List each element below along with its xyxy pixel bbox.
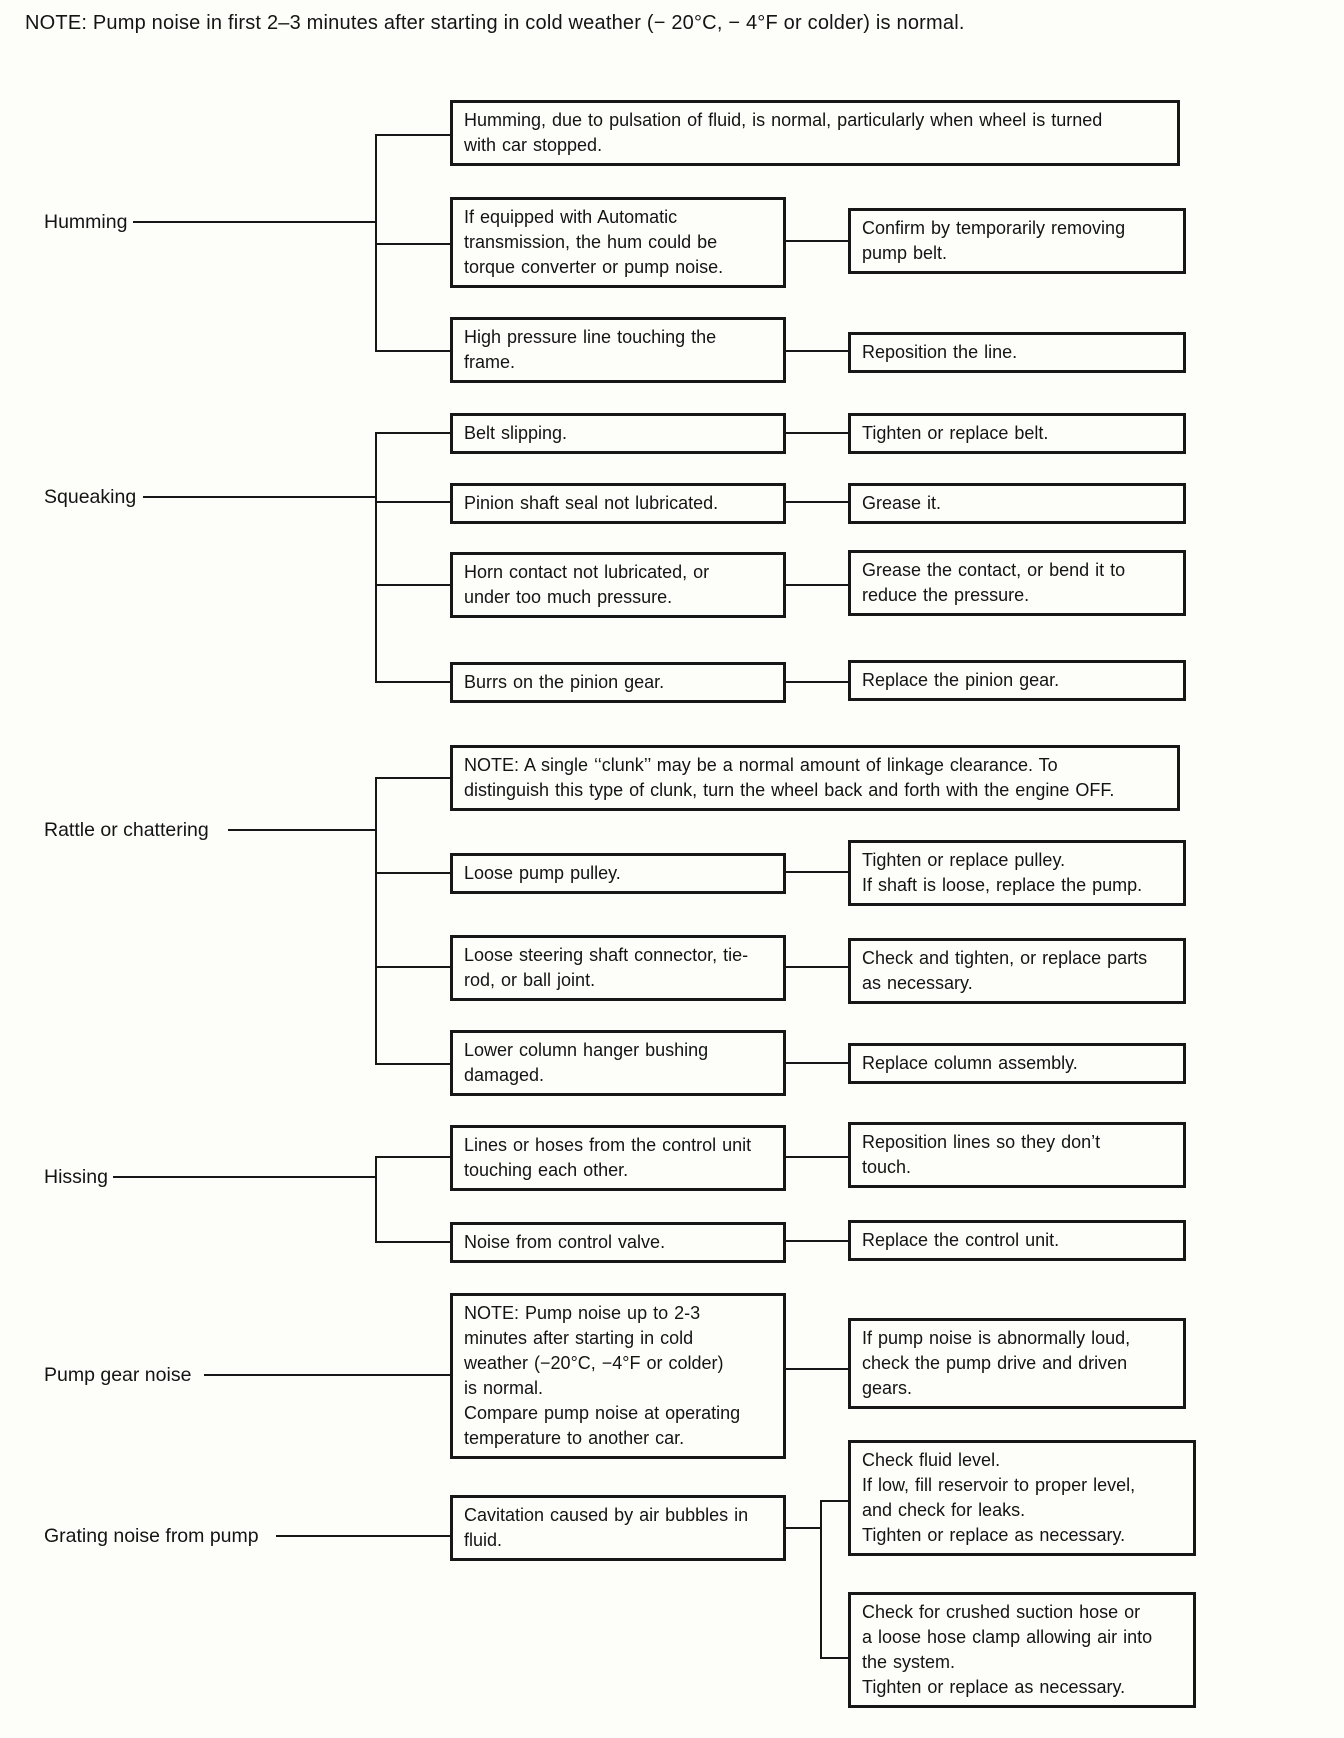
connector-line bbox=[786, 350, 848, 352]
connector-line bbox=[786, 432, 848, 434]
cause-box-loose-pump-pulley: Loose pump pulley. bbox=[450, 853, 786, 894]
remedy-box-grease-contact: Grease the contact, or bend it to reduce… bbox=[848, 550, 1186, 616]
remedy-box-check-pump-gears: If pump noise is abnormally loud, check … bbox=[848, 1318, 1186, 1409]
connector-line bbox=[375, 966, 450, 968]
connector-line bbox=[786, 871, 848, 873]
remedy-box-check-tighten-parts: Check and tighten, or replace parts as n… bbox=[848, 938, 1186, 1004]
connector-line bbox=[820, 1657, 848, 1659]
connector-line bbox=[143, 496, 376, 498]
connector-line bbox=[375, 243, 450, 245]
cause-box-control-valve-noise: Noise from control valve. bbox=[450, 1222, 786, 1263]
connector-line bbox=[113, 1176, 376, 1178]
cause-box-lines-hoses-touching: Lines or hoses from the control unit tou… bbox=[450, 1125, 786, 1191]
connector-line bbox=[375, 777, 377, 1065]
cause-box-pinion-shaft-seal: Pinion shaft seal not lubricated. bbox=[450, 483, 786, 524]
connector-line bbox=[786, 966, 848, 968]
connector-line bbox=[375, 872, 450, 874]
connector-line bbox=[786, 1062, 848, 1064]
cause-box-automatic-transmission-hum: If equipped with Automatic transmission,… bbox=[450, 197, 786, 288]
connector-line bbox=[375, 134, 450, 136]
symptom-label-humming: Humming bbox=[44, 211, 128, 233]
symptom-label-rattle-or-chattering: Rattle or chattering bbox=[44, 819, 209, 841]
cause-box-belt-slipping: Belt slipping. bbox=[450, 413, 786, 454]
cause-box-humming-normal: Humming, due to pulsation of fluid, is n… bbox=[450, 100, 1180, 166]
remedy-box-remove-pump-belt: Confirm by temporarily removing pump bel… bbox=[848, 208, 1186, 274]
connector-line bbox=[375, 681, 450, 683]
page-note: NOTE: Pump noise in first 2–3 minutes af… bbox=[25, 12, 965, 34]
connector-line bbox=[786, 240, 848, 242]
cause-box-loose-steering-connector: Loose steering shaft connector, tie- rod… bbox=[450, 935, 786, 1001]
remedy-box-replace-column: Replace column assembly. bbox=[848, 1043, 1186, 1084]
remedy-box-check-suction-hose: Check for crushed suction hose or a loos… bbox=[848, 1592, 1196, 1708]
connector-line bbox=[375, 1156, 377, 1243]
connector-line bbox=[786, 1156, 848, 1158]
connector-line bbox=[820, 1500, 822, 1659]
connector-line bbox=[375, 777, 450, 779]
note-box-pump-noise: NOTE: Pump noise up to 2-3 minutes after… bbox=[450, 1293, 786, 1459]
symptom-label-squeaking: Squeaking bbox=[44, 486, 137, 508]
connector-line bbox=[375, 1063, 450, 1065]
connector-line bbox=[375, 432, 450, 434]
remedy-box-tighten-pulley: Tighten or replace pulley. If shaft is l… bbox=[848, 840, 1186, 906]
connector-line bbox=[228, 829, 376, 831]
connector-line bbox=[375, 432, 377, 683]
connector-line bbox=[375, 1156, 450, 1158]
remedy-box-reposition-lines: Reposition lines so they don’t touch. bbox=[848, 1122, 1186, 1188]
cause-box-horn-contact: Horn contact not lubricated, or under to… bbox=[450, 552, 786, 618]
connector-line bbox=[375, 1241, 450, 1243]
connector-line bbox=[375, 350, 450, 352]
cause-box-cavitation: Cavitation caused by air bubbles in flui… bbox=[450, 1495, 786, 1561]
connector-line bbox=[276, 1535, 450, 1537]
cause-box-high-pressure-line: High pressure line touching the frame. bbox=[450, 317, 786, 383]
symptom-label-grating-noise: Grating noise from pump bbox=[44, 1525, 259, 1547]
connector-line bbox=[786, 501, 848, 503]
symptom-label-pump-gear-noise: Pump gear noise bbox=[44, 1364, 192, 1386]
remedy-box-check-fluid-level: Check fluid level. If low, fill reservoi… bbox=[848, 1440, 1196, 1556]
connector-line bbox=[786, 584, 848, 586]
remedy-box-tighten-belt: Tighten or replace belt. bbox=[848, 413, 1186, 454]
symptom-label-hissing: Hissing bbox=[44, 1166, 108, 1188]
connector-line bbox=[786, 1527, 822, 1529]
remedy-box-grease-it: Grease it. bbox=[848, 483, 1186, 524]
connector-line bbox=[375, 501, 450, 503]
connector-line bbox=[375, 584, 450, 586]
connector-line bbox=[204, 1374, 450, 1376]
connector-line bbox=[133, 221, 376, 223]
connector-line bbox=[786, 1240, 848, 1242]
note-box-clunk: NOTE: A single ‘‘clunk’’ may be a normal… bbox=[450, 745, 1180, 811]
remedy-box-replace-pinion-gear: Replace the pinion gear. bbox=[848, 660, 1186, 701]
connector-line bbox=[786, 681, 848, 683]
connector-line bbox=[820, 1500, 848, 1502]
connector-line bbox=[786, 1368, 848, 1370]
remedy-box-replace-control-unit: Replace the control unit. bbox=[848, 1220, 1186, 1261]
cause-box-pinion-gear-burrs: Burrs on the pinion gear. bbox=[450, 662, 786, 703]
cause-box-column-hanger-bushing: Lower column hanger bushing damaged. bbox=[450, 1030, 786, 1096]
remedy-box-reposition-line: Reposition the line. bbox=[848, 332, 1186, 373]
